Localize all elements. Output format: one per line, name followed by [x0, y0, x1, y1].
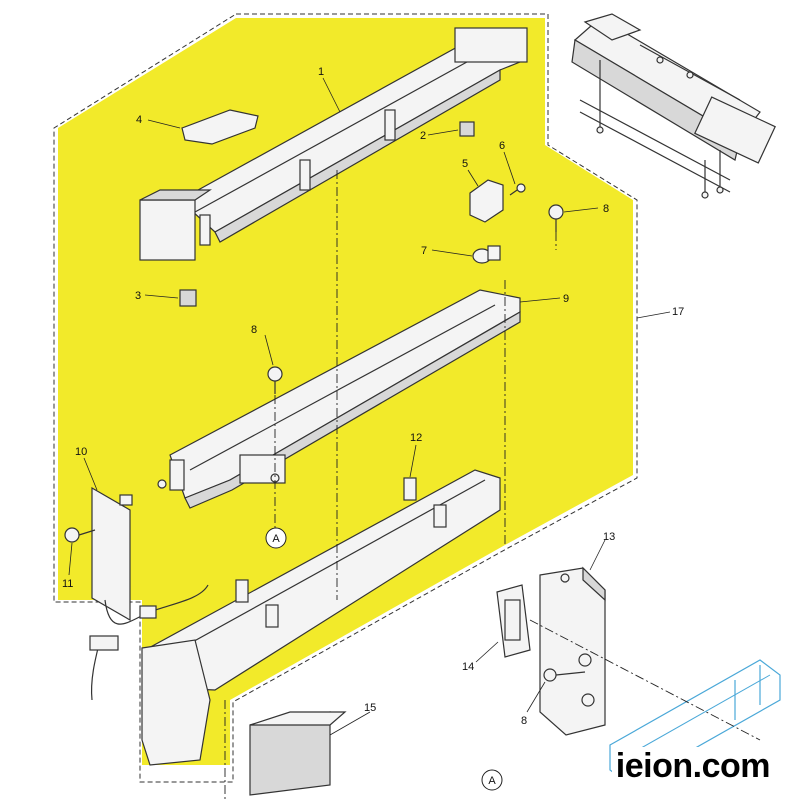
- callout-4: 4: [136, 114, 142, 126]
- part-14-frame: [496, 584, 531, 658]
- svg-text:A: A: [488, 775, 496, 787]
- part-6-screw: [509, 183, 526, 196]
- callout-1: 1: [318, 66, 324, 78]
- part-11-screw: [64, 527, 96, 543]
- guide-line-bracket: [529, 619, 761, 741]
- callout-8-lower: 8: [521, 715, 527, 727]
- callout-14: 14: [462, 661, 474, 673]
- callout-17: 17: [672, 306, 684, 318]
- part-15-block: [249, 711, 347, 796]
- assembly-boundary: [53, 13, 638, 783]
- callout-11: 11: [62, 578, 73, 590]
- part-13-bracket: [539, 566, 606, 736]
- callout-8-middle: 8: [251, 324, 257, 336]
- reference-mark-a-upper: A: [265, 527, 287, 549]
- part-4-bracket: [181, 109, 259, 145]
- part-7-lamp: [472, 245, 501, 264]
- leader-lines: [68, 77, 671, 736]
- part-1-upper-rail: [139, 27, 528, 261]
- printer-overview-illustration: [571, 13, 776, 199]
- callout-13: 13: [603, 531, 615, 543]
- part-10-board: [89, 486, 209, 701]
- part-2-pad: [459, 121, 475, 137]
- callout-3: 3: [135, 290, 141, 302]
- callout-9: 9: [563, 293, 569, 305]
- svg-text:A: A: [272, 533, 280, 545]
- callout-8-right: 8: [603, 203, 609, 215]
- reference-mark-a-lower: A: [481, 769, 503, 791]
- callout-10: 10: [75, 446, 87, 458]
- part-5-clip: [469, 179, 504, 223]
- callout-2: 2: [420, 130, 426, 142]
- part-8-screw-right: [548, 204, 564, 232]
- part-8-screw-lower: [543, 668, 586, 682]
- callout-12: 12: [410, 432, 422, 444]
- callout-15: 15: [364, 702, 376, 714]
- callout-5: 5: [462, 158, 468, 170]
- part-tray-end-cap: [141, 639, 211, 766]
- part-8-screw-middle: [267, 366, 283, 394]
- printer-frame-illustration: [609, 659, 781, 786]
- callout-6: 6: [499, 140, 505, 152]
- part-9-lower-rail: [157, 289, 521, 509]
- watermark-logo: ieion.com: [611, 747, 774, 786]
- part-3-pad: [179, 289, 197, 307]
- callout-7: 7: [421, 245, 427, 257]
